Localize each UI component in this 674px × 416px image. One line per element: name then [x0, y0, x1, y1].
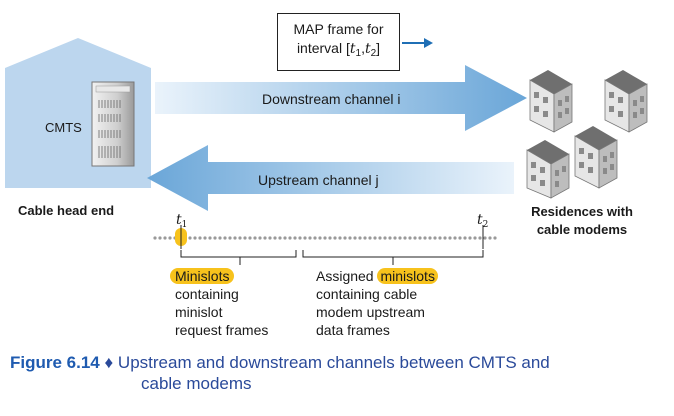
minislot-dot — [428, 236, 432, 240]
minislot-dot — [228, 236, 232, 240]
downstream-arrow — [155, 65, 527, 131]
minislot-dot — [243, 236, 247, 240]
minislot-dot — [323, 236, 327, 240]
minislot-dot — [478, 236, 482, 240]
t2-label: t2 — [477, 212, 489, 230]
minislots-highlight: Minislots — [170, 268, 235, 284]
minislot-dot — [288, 236, 292, 240]
map-frame-box: MAP frame for interval [t1,t2] — [277, 13, 400, 71]
head-end-label: Cable head end — [18, 203, 115, 218]
minislot-dot — [393, 236, 397, 240]
minislot-timeline — [153, 236, 497, 240]
minislot-dot — [443, 236, 447, 240]
minislot-dot — [483, 236, 487, 240]
minislot-dot — [303, 236, 307, 240]
minislot-dot — [188, 236, 192, 240]
minislot-dot — [158, 236, 162, 240]
minislot-dot — [448, 236, 452, 240]
minislot-dot — [298, 236, 302, 240]
minislot-dot — [338, 236, 342, 240]
minislot-dot — [423, 236, 427, 240]
bracket-minislots — [180, 250, 297, 265]
minislot-dot — [418, 236, 422, 240]
minislot-dot — [313, 236, 317, 240]
figure-caption: Figure 6.14 ♦ Upstream and downstream ch… — [10, 353, 550, 393]
minislot-dot — [213, 236, 217, 240]
house-icon — [604, 70, 648, 133]
t1-label: t1 — [176, 212, 188, 230]
assigned-note: Assigned minislots containing cable mode… — [316, 267, 438, 339]
minislot-dot — [318, 236, 322, 240]
minislot-dot — [153, 236, 157, 240]
minislot-dot — [348, 236, 352, 240]
upstream-arrow — [147, 145, 514, 211]
downstream-label: Downstream channel i — [262, 91, 401, 107]
minislot-dot — [273, 236, 277, 240]
bracket-assigned — [302, 250, 484, 265]
minislot-dot — [278, 236, 282, 240]
map-frame-line1: MAP frame for — [293, 21, 384, 37]
minislot-dot — [198, 236, 202, 240]
minislot-dot — [238, 236, 242, 240]
minislot-dot — [488, 236, 492, 240]
caption-bullet: ♦ — [104, 353, 114, 372]
minislot-dot — [358, 236, 362, 240]
minislot-dot — [333, 236, 337, 240]
minislot-dot — [208, 236, 212, 240]
minislot-dot — [373, 236, 377, 240]
house-icon — [574, 126, 618, 189]
minislot-dot — [248, 236, 252, 240]
minislot-dot — [268, 236, 272, 240]
minislot-dot — [398, 236, 402, 240]
minislot-dot — [363, 236, 367, 240]
assigned-minislots-highlight: minislots — [377, 268, 438, 284]
minislot-dot — [413, 236, 417, 240]
minislot-dot — [493, 236, 497, 240]
cmts-rack-icon — [91, 81, 135, 167]
minislot-dot — [353, 236, 357, 240]
minislot-dot — [223, 236, 227, 240]
minislot-dot — [253, 236, 257, 240]
minislot-dot — [233, 236, 237, 240]
cmts-label: CMTS — [45, 120, 82, 135]
minislot-dot — [453, 236, 457, 240]
minislot-dot — [458, 236, 462, 240]
minislot-dot — [343, 236, 347, 240]
minislot-dot — [368, 236, 372, 240]
house-icon — [529, 70, 573, 133]
minislot-dot — [283, 236, 287, 240]
minislot-dot — [408, 236, 412, 240]
minislot-dot — [473, 236, 477, 240]
residences-label: Residences with cable modems — [531, 204, 633, 237]
minislot-dot — [203, 236, 207, 240]
map-frame-line2: interval [t1,t2] — [296, 40, 381, 59]
minislot-dot — [168, 236, 172, 240]
minislot-dot — [383, 236, 387, 240]
minislot-dot — [163, 236, 167, 240]
minislot-dot — [403, 236, 407, 240]
minislots-note: Minislots containing minislot request fr… — [170, 267, 268, 339]
minislot-dot — [388, 236, 392, 240]
minislot-dot — [433, 236, 437, 240]
minislot-dot — [263, 236, 267, 240]
figure-number: Figure 6.14 — [10, 353, 100, 372]
map-frame-arrow-icon — [402, 38, 433, 48]
minislot-dot — [308, 236, 312, 240]
minislot-dot — [463, 236, 467, 240]
minislot-dot — [193, 236, 197, 240]
minislot-dot — [218, 236, 222, 240]
minislot-dot — [258, 236, 262, 240]
house-icon — [526, 140, 570, 199]
minislot-dot — [293, 236, 297, 240]
minislot-dot — [438, 236, 442, 240]
minislot-dot — [378, 236, 382, 240]
upstream-label: Upstream channel j — [258, 172, 379, 188]
minislot-dot — [328, 236, 332, 240]
minislot-dot — [468, 236, 472, 240]
